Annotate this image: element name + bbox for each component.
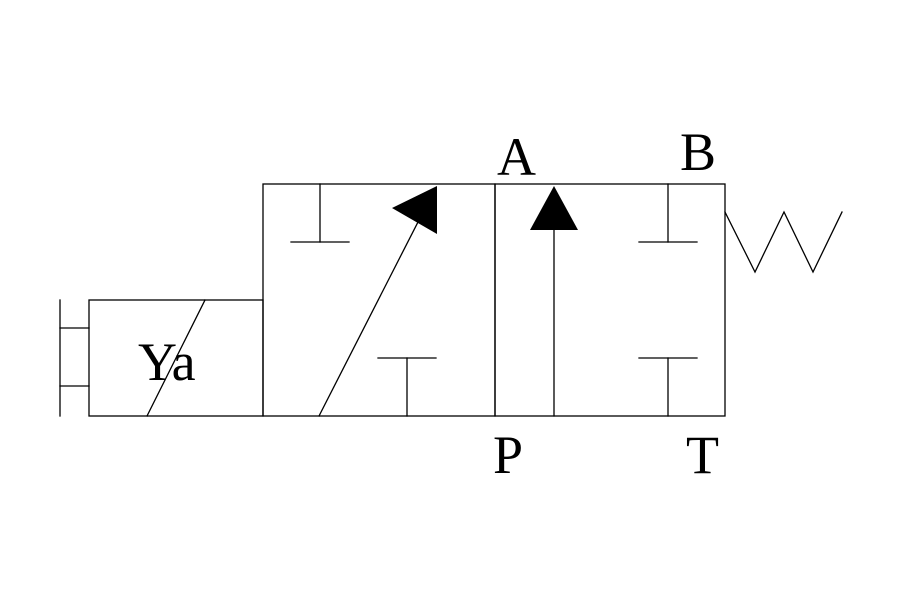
port-label-t: T xyxy=(686,425,719,485)
solenoid-diagonal xyxy=(146,299,206,417)
valve-envelope-right xyxy=(494,183,726,417)
solenoid-actuator: Ya xyxy=(59,299,264,417)
port-label-a: A xyxy=(497,127,536,187)
return-spring xyxy=(724,210,843,274)
diagonal-flow-line xyxy=(318,221,419,417)
valve-envelope-left xyxy=(262,183,496,417)
diagonal-flow-arrowhead xyxy=(392,186,437,234)
envelope-right-box xyxy=(494,183,726,417)
port-label-b: B xyxy=(680,122,716,182)
envelope-left-box xyxy=(262,183,496,417)
vertical-flow-arrowhead xyxy=(530,186,578,230)
port-label-p: P xyxy=(493,425,523,485)
solenoid-label: Ya xyxy=(138,332,196,392)
